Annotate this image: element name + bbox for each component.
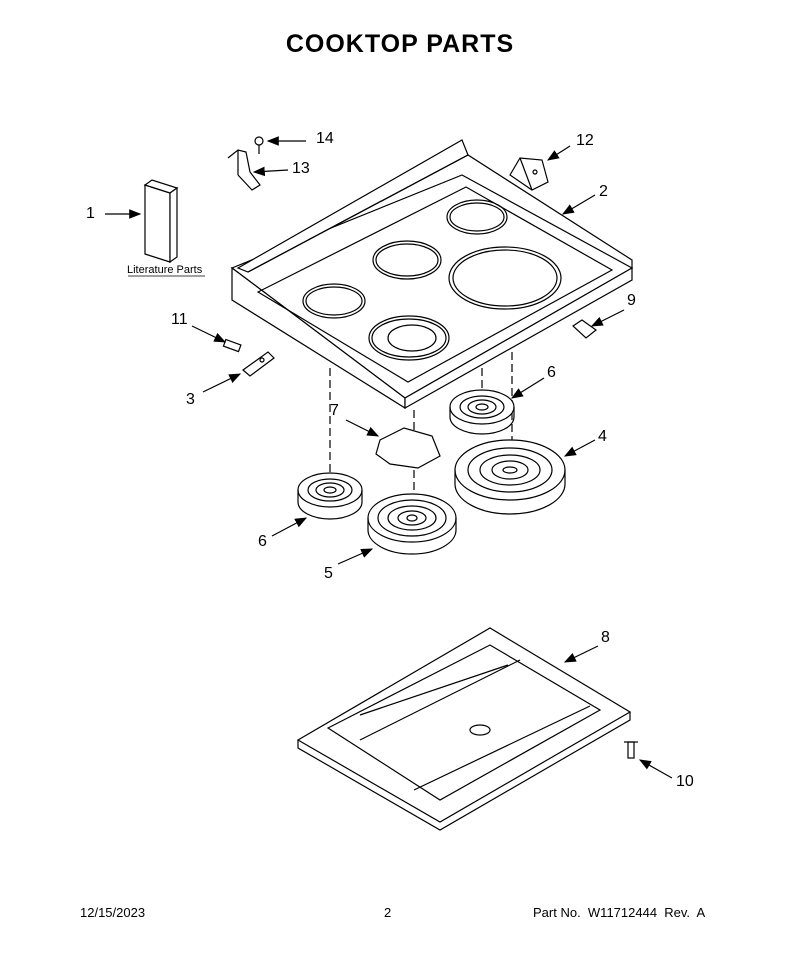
literature-box	[143, 179, 179, 264]
screw-14	[254, 136, 264, 154]
callout-8: 8	[601, 629, 610, 646]
clip-13	[227, 149, 261, 191]
callout-3: 3	[186, 391, 195, 408]
clip-3	[242, 351, 275, 377]
callout-5: 5	[324, 565, 333, 582]
callout-6-upper: 6	[547, 364, 556, 381]
callout-11: 11	[171, 311, 188, 328]
element-5	[367, 493, 457, 555]
callout-10: 10	[676, 773, 694, 790]
footer-date: 12/15/2023	[80, 905, 146, 920]
callout-1: 1	[86, 205, 95, 222]
page-title: COOKTOP PARTS	[285, 30, 515, 58]
bracket-12	[509, 157, 549, 191]
footer-page-number: 2	[384, 905, 392, 920]
callout-2: 2	[599, 183, 608, 200]
element-6-lower	[297, 472, 363, 520]
clip-9	[572, 319, 597, 339]
callout-12: 12	[576, 132, 594, 149]
element-4	[454, 439, 566, 515]
callout-4: 4	[598, 428, 607, 445]
callout-6-lower: 6	[258, 533, 267, 550]
plate-7	[375, 427, 441, 469]
pin-11	[222, 338, 242, 353]
screw-10	[624, 741, 638, 759]
support-tray-8	[296, 627, 632, 831]
callout-9: 9	[627, 292, 636, 309]
callout-arrows	[105, 136, 673, 779]
literature-parts-label: Literature Parts	[127, 264, 203, 276]
callout-13: 13	[292, 160, 310, 177]
cooktop-glass	[230, 139, 634, 410]
element-6-upper	[449, 389, 515, 435]
footer-part-number: Part No. W11712444 Rev. A	[533, 905, 706, 920]
callout-7: 7	[330, 402, 339, 419]
callout-14: 14	[316, 130, 334, 147]
